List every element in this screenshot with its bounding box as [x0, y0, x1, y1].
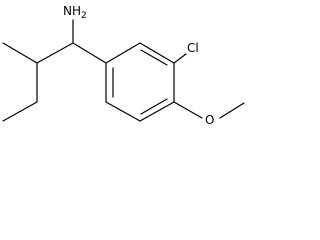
ring-double-bond-b [140, 98, 168, 115]
o-label: O [205, 113, 214, 127]
ring-bond-5 [105, 101, 141, 122]
nh2-label: NH2 [63, 4, 87, 21]
ring-bond-2 [139, 42, 175, 64]
ring-bond-1 [105, 42, 141, 64]
bond-c2-methyl [2, 42, 38, 64]
bond-ring-o [173, 101, 203, 119]
bond-c3-c4 [2, 101, 38, 122]
cl-label: Cl [187, 41, 199, 55]
ring-double-bond-a [140, 49, 168, 66]
bond-c1-c2 [36, 42, 74, 64]
structure-diagram: NH2 Cl O [2, 4, 245, 127]
ring-bond-4 [139, 101, 175, 122]
bond-ring-cl [173, 53, 187, 64]
bond-o-methyl [219, 102, 245, 119]
bond-c1-ring [72, 42, 107, 64]
